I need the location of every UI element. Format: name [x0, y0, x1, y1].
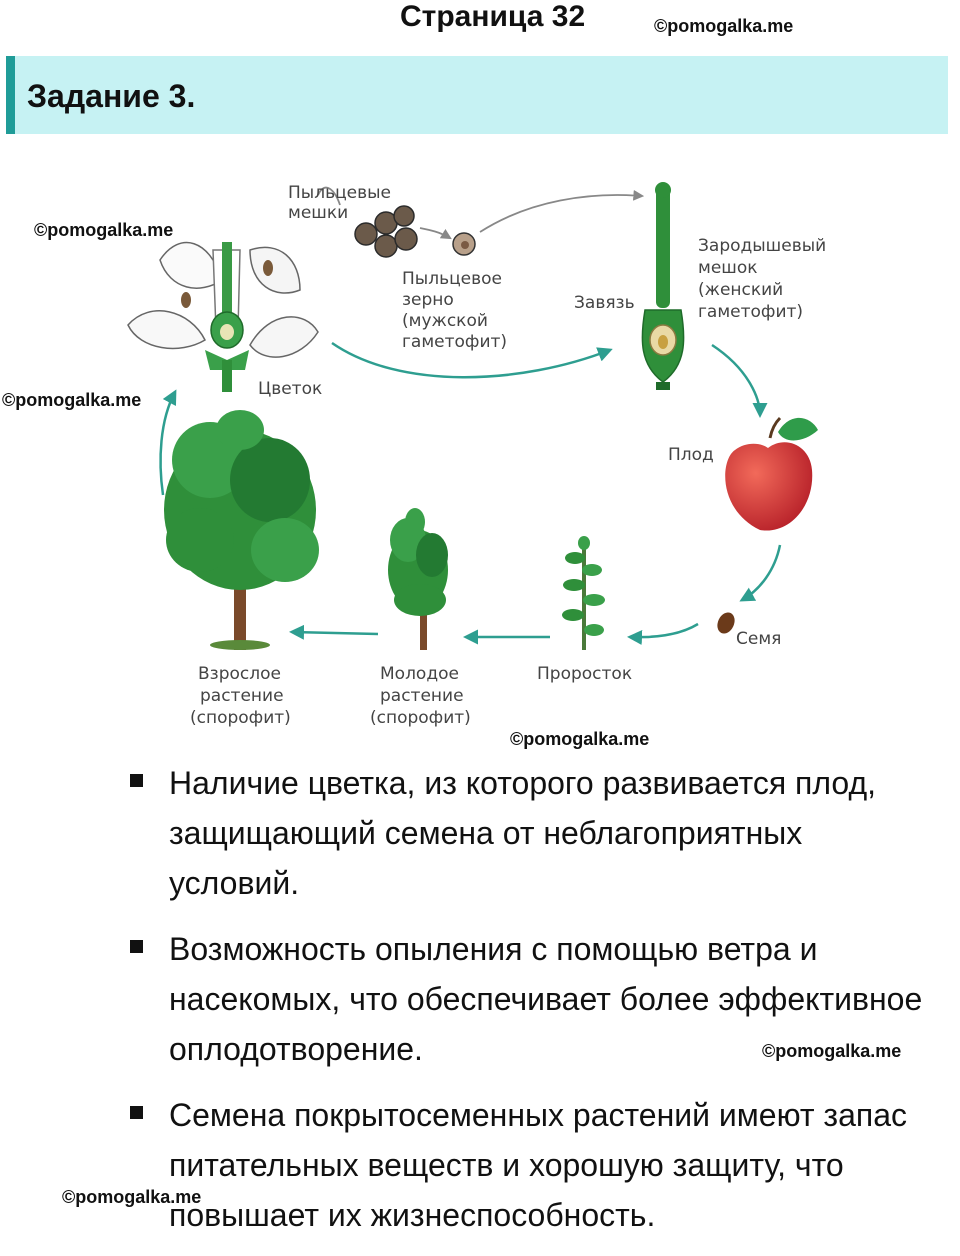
watermark: ©pomogalka.me — [510, 729, 650, 749]
watermark: ©pomogalka.me — [62, 1187, 202, 1207]
label-fruit: Плод — [668, 445, 714, 465]
task-title: Задание 3. — [27, 78, 196, 114]
bullet-square-icon — [130, 940, 143, 953]
angiosperm-life-cycle-diagram: Пыльцевые мешки Пыльцевое зерно (мужской… — [127, 182, 832, 728]
label-seedling: Проросток — [537, 664, 632, 684]
adult-plant-icon — [164, 410, 319, 650]
pollen-grain-icon — [452, 232, 476, 256]
task-banner: Задание 3. — [6, 56, 948, 134]
young-plant-icon — [388, 508, 448, 650]
seed-icon — [717, 612, 735, 634]
bullet-list: Наличие цветка, из которого развивается … — [130, 758, 960, 1256]
page-title: Страница 32 — [400, 0, 586, 33]
label-flower: Цветок — [258, 379, 322, 399]
list-item: Возможность опыления с помощью ветра и н… — [130, 924, 960, 1074]
watermark: ©pomogalka.me — [762, 1041, 902, 1061]
pollen-sacs-icon — [354, 205, 418, 258]
label-adult-plant: Взрослое растение (спорофит) — [190, 664, 291, 728]
bullet-square-icon — [130, 1106, 143, 1119]
flower-icon — [127, 241, 319, 392]
watermark: ©pomogalka.me — [34, 220, 174, 240]
label-seed: Семя — [736, 629, 781, 649]
label-embryo-sac: Зародышевый мешок (женский гаметофит) — [698, 236, 832, 322]
cycle-arrows — [159, 186, 782, 645]
watermark: ©pomogalka.me — [654, 16, 794, 36]
bullet-square-icon — [130, 774, 143, 787]
list-item: Семена покрытосеменных растений имеют за… — [130, 1090, 960, 1240]
label-ovary: Завязь — [574, 293, 635, 313]
label-young-plant: Молодое растение (спорофит) — [370, 664, 471, 728]
watermark: ©pomogalka.me — [2, 390, 142, 410]
label-pollen-grain: Пыльцевое зерно (мужской гаметофит) — [402, 269, 507, 352]
apple-fruit-icon — [725, 416, 818, 531]
seedling-icon — [562, 536, 605, 650]
list-item: Наличие цветка, из которого развивается … — [130, 758, 960, 908]
label-pollen-sacs: Пыльцевые мешки — [288, 183, 396, 223]
pistil-icon — [641, 182, 685, 390]
